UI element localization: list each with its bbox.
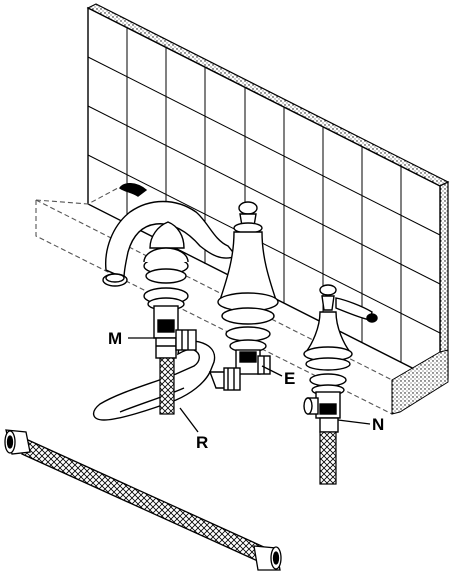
callout-e: E xyxy=(284,369,296,388)
connector-hose-r xyxy=(93,329,241,421)
leader-r xyxy=(179,407,199,433)
handle-valve xyxy=(303,284,378,433)
deck-edge xyxy=(391,349,449,415)
supply-hose-left xyxy=(159,357,175,415)
center-body xyxy=(217,201,279,375)
callout-m: M xyxy=(108,329,123,348)
leader-e xyxy=(261,365,283,377)
callout-r: R xyxy=(196,433,209,452)
callout-n: N xyxy=(372,415,385,434)
supply-hose-right xyxy=(319,431,337,485)
leader-n xyxy=(337,419,371,425)
leader-lines xyxy=(128,337,371,433)
loose-supply-hose xyxy=(4,429,282,571)
